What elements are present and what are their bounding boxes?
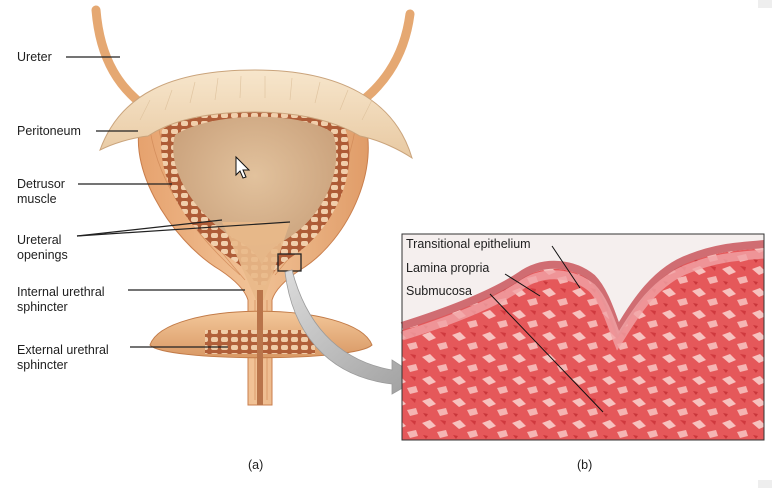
trigone — [222, 222, 290, 300]
label-detrusor-muscle: Detrusor muscle — [17, 177, 65, 206]
micro-label-lamina-propria: Lamina propria — [406, 261, 489, 275]
scrollbar-bottom-nub[interactable] — [758, 480, 772, 488]
label-ureter: Ureter — [17, 50, 52, 64]
label-internal-urethral-sphincter: Internal urethral sphincter — [17, 285, 105, 314]
peritoneum-cap — [99, 69, 413, 160]
micro-label-transitional-epithelium: Transitional epithelium — [406, 237, 531, 251]
ureter-left — [91, 5, 155, 115]
label-external-urethral-sphincter: External urethral sphincter — [17, 343, 109, 372]
bladder-lumen — [173, 116, 337, 265]
scrollbar-top-nub[interactable] — [758, 0, 772, 8]
label-ureteral-openings: Ureteral openings — [17, 233, 68, 262]
panel-label-a: (a) — [248, 458, 264, 472]
leader-lines — [66, 56, 291, 348]
label-peritoneum: Peritoneum — [17, 124, 81, 138]
panel-label-b: (b) — [577, 458, 593, 472]
micrograph-panel: Transitional epithelium Lamina propria S… — [400, 233, 765, 441]
micro-label-submucosa: Submucosa — [406, 284, 472, 298]
mouse-pointer-icon — [235, 155, 251, 179]
epithelium-layer — [400, 240, 765, 340]
